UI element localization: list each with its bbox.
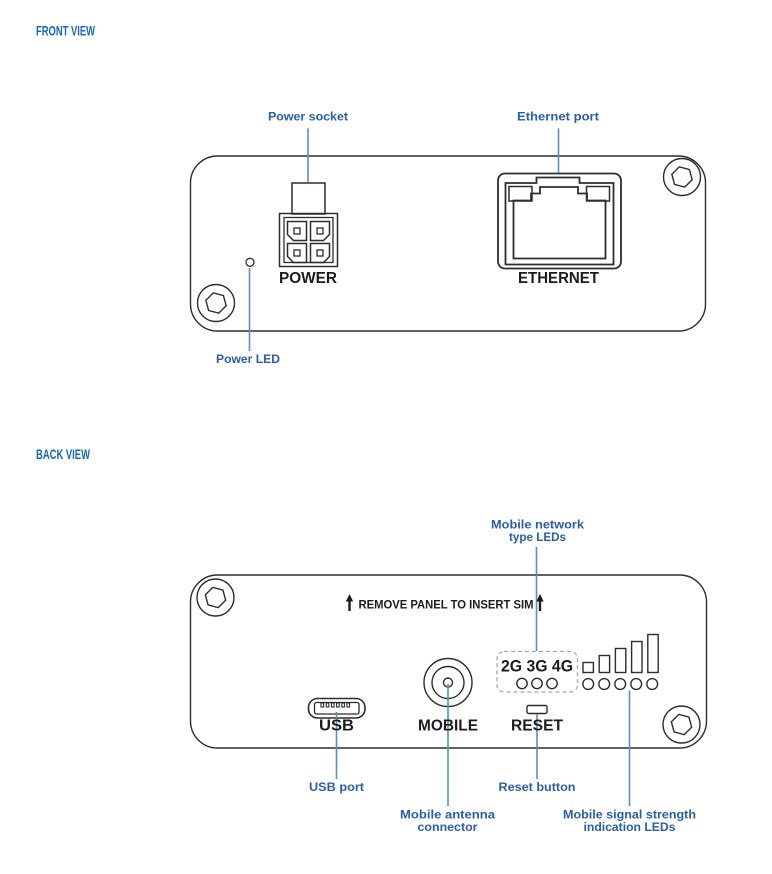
usb-port-callout: USB port bbox=[309, 780, 364, 794]
mobile-network-callout-line2: type LEDs bbox=[509, 530, 566, 544]
reset-label: RESET bbox=[511, 718, 564, 735]
power-socket-drawing bbox=[278, 182, 339, 268]
front-panel bbox=[189, 155, 707, 332]
mobile-antenna-callout-line1: Mobile antenna bbox=[400, 808, 495, 822]
front-view-heading: FRONT VIEW bbox=[36, 23, 96, 39]
ethernet-port-callout: Ethernet port bbox=[517, 110, 599, 124]
reset-button-drawing bbox=[526, 704, 548, 715]
screw-icon bbox=[196, 578, 235, 617]
screw-icon bbox=[662, 705, 701, 744]
dashed-box bbox=[496, 650, 579, 693]
signal-strength-callout-line2: indication LEDs bbox=[584, 820, 676, 834]
sim-notice-label: REMOVE PANEL TO INSERT SIM bbox=[359, 598, 534, 612]
power-label: POWER bbox=[279, 270, 337, 287]
power-socket-callout: Power socket bbox=[268, 110, 348, 124]
signal-strength-callout-line1: Mobile signal strength bbox=[563, 808, 696, 822]
ethernet-label: ETHERNET bbox=[518, 270, 600, 287]
sim-arrow-icon bbox=[536, 594, 544, 611]
back-view-heading: BACK VIEW bbox=[36, 446, 91, 462]
screw-icon bbox=[196, 283, 236, 323]
mobile-label: MOBILE bbox=[418, 718, 478, 735]
network-type-leds-group bbox=[496, 650, 579, 693]
reset-button-callout: Reset button bbox=[499, 780, 576, 794]
network-types-label: 2G 3G 4G bbox=[501, 658, 573, 676]
screw-icon bbox=[662, 157, 702, 197]
mobile-network-callout-line1: Mobile network bbox=[491, 517, 584, 531]
ethernet-port-drawing bbox=[497, 172, 622, 270]
power-led-dot bbox=[245, 257, 255, 267]
mobile-antenna-callout-line2: connector bbox=[418, 820, 478, 834]
sim-arrow-icon bbox=[345, 594, 354, 611]
signal-strength-leds-group bbox=[582, 633, 659, 691]
power-led-callout: Power LED bbox=[216, 352, 280, 366]
usb-label: USB bbox=[319, 718, 354, 735]
